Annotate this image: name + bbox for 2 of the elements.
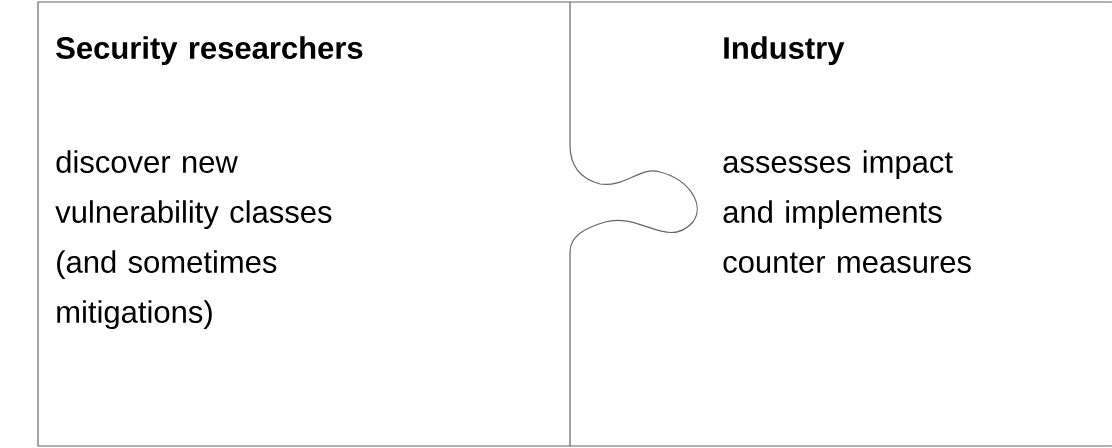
puzzle-piece: Security researchers discover new vulnerability classes (and sometimes mitigations) [37, 1, 698, 447]
puzzle-piece: Industry assesses impact and implements counter measures [569, 1, 1112, 447]
